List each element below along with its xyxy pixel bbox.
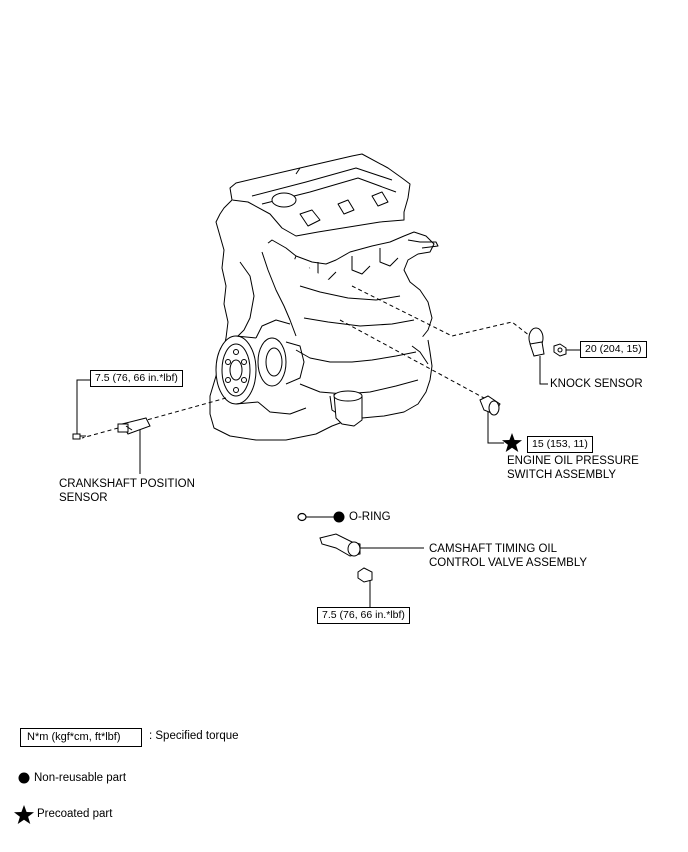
knock-sensor-leader [351,285,531,337]
legend-precoated-symbol [14,805,34,824]
knock-sensor [528,327,545,357]
legend-torque-desc: : Specified torque [149,730,239,742]
knock-sensor-nut [553,343,567,357]
crankshaft-sensor-label: CRANKSHAFT POSITION SENSOR [59,477,195,505]
legend-torque-box: N*m (kgf*cm, ft*lbf) [20,728,142,747]
leader-lines [76,349,580,607]
ocv-bolt [357,567,373,583]
o-ring-label: O-RING [349,511,391,523]
crankshaft-sensor-label-line1: CRANKSHAFT POSITION [59,478,195,490]
oil-switch-leader [339,319,485,399]
crankshaft-sensor-label-line2: SENSOR [59,492,108,504]
ocv-label-line2: CONTROL VALVE ASSEMBLY [429,557,588,569]
o-ring-part [297,512,307,522]
legend-non-reusable-text: Non-reusable part [34,772,127,784]
crankshaft-bolt [72,433,86,440]
ocv-part [319,533,361,557]
oil-pressure-switch-label: ENGINE OIL PRESSURE SWITCH ASSEMBLY [507,454,639,482]
crank-bolt-leader [76,379,90,438]
oil-pressure-switch-label-line2: SWITCH ASSEMBLY [507,469,617,481]
precoated-symbol-oil-switch [502,433,522,452]
dashed-leaders [81,285,531,439]
oil-pressure-switch [479,395,501,416]
torque-knock-sensor-nut: 20 (204, 15) [580,341,647,358]
oil-pressure-switch-label-line1: ENGINE OIL PRESSURE [507,455,639,467]
torque-crankshaft-bolt: 7.5 (76, 66 in.*lbf) [90,370,183,387]
engine-block [209,153,439,441]
crankshaft-sensor-leader [81,397,227,439]
knock-sensor-label: KNOCK SENSOR [550,378,643,390]
crankshaft-position-sensor [117,417,151,435]
legend-precoated-text: Precoated part [37,808,113,820]
legend-non-reusable-symbol [18,772,30,784]
ocv-label-line1: CAMSHAFT TIMING OIL [429,543,558,555]
ocv-label: CAMSHAFT TIMING OIL CONTROL VALVE ASSEMB… [429,542,587,570]
knock-sensor-label-leader [539,356,548,385]
torque-ocv-bolt: 7.5 (76, 66 in.*lbf) [317,607,410,624]
oil-switch-label-leader [487,412,504,444]
non-reusable-symbol-oring [333,511,345,523]
torque-oil-pressure-switch: 15 (153, 11) [527,436,593,453]
